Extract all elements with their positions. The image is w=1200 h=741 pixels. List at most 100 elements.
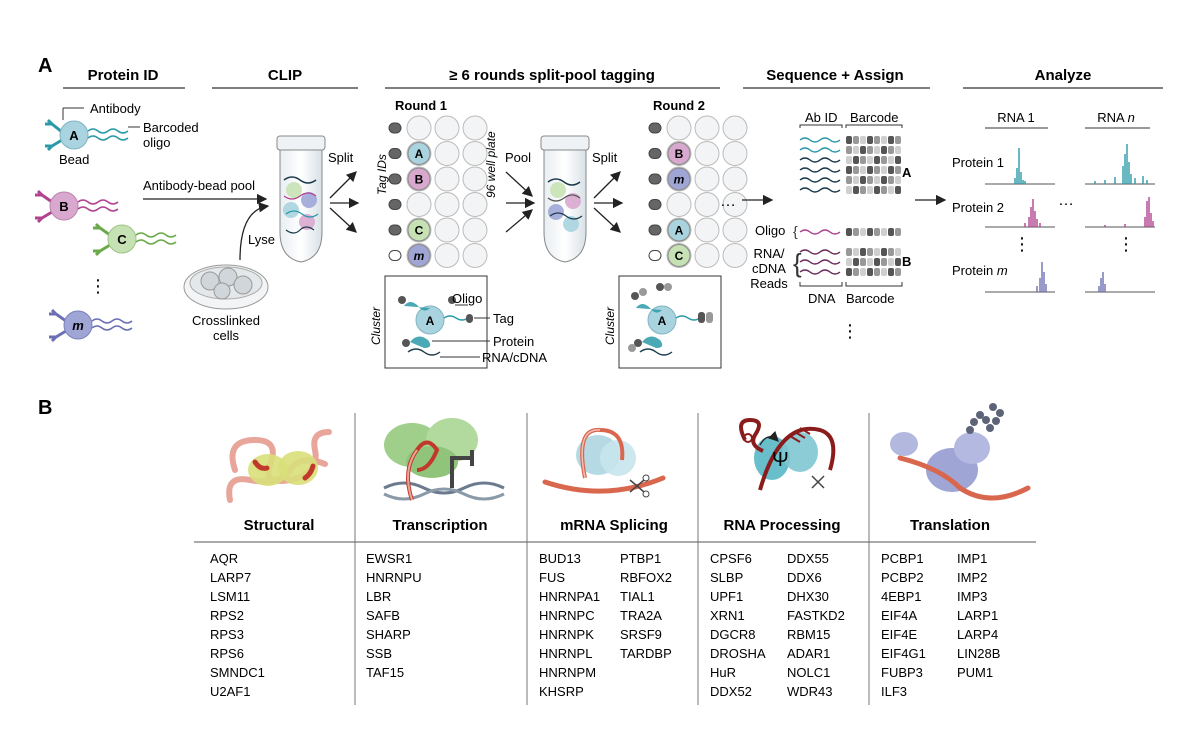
barcode-block bbox=[846, 258, 852, 266]
protein-name: XRN1 bbox=[710, 608, 745, 623]
label-rna: RNA/ bbox=[753, 246, 784, 261]
barcode-block bbox=[867, 146, 873, 154]
label-ab-id: Ab ID bbox=[805, 110, 838, 125]
barcode-block bbox=[867, 166, 873, 174]
header-split-pool: ≥ 6 rounds split-pool tagging bbox=[449, 67, 655, 84]
protein-name: IMP1 bbox=[957, 551, 987, 566]
round2-bead-well bbox=[667, 167, 691, 191]
read-group-a: A bbox=[902, 165, 912, 180]
svg-text:{: { bbox=[793, 223, 798, 239]
label-split-1: Split bbox=[328, 150, 354, 165]
round1-well bbox=[462, 243, 488, 268]
protein-name: TRA2A bbox=[620, 608, 662, 623]
label-oligo: oligo bbox=[143, 135, 170, 150]
barcode-block bbox=[860, 186, 866, 194]
analyze-dots-2: ⋮ bbox=[1117, 234, 1135, 254]
barcode-block bbox=[888, 146, 894, 154]
protein-name: LARP4 bbox=[957, 627, 998, 642]
barcode-block bbox=[853, 146, 859, 154]
protein-name: TAF15 bbox=[366, 665, 404, 680]
barcode-block bbox=[846, 268, 852, 276]
category-splicing: mRNA Splicing bbox=[560, 517, 668, 534]
round1-well bbox=[434, 217, 460, 243]
protein-name: DHX30 bbox=[787, 589, 829, 604]
label-barcoded: Barcoded bbox=[143, 120, 199, 135]
protein-name: 4EBP1 bbox=[881, 589, 921, 604]
read-strand bbox=[799, 229, 841, 235]
barcode-block bbox=[895, 186, 901, 194]
barcode-block bbox=[874, 146, 880, 154]
structural-illustration bbox=[226, 429, 332, 503]
round2-well bbox=[694, 243, 720, 268]
barcode-block bbox=[874, 228, 880, 236]
antibody-bead-b: B bbox=[35, 189, 119, 224]
tag-ids-label: Tag IDs bbox=[375, 154, 389, 195]
protein-name: FUS bbox=[539, 570, 565, 585]
label-proteinm: Protein m bbox=[952, 263, 1008, 278]
round1-bead-label: A bbox=[415, 147, 424, 161]
barcode-block bbox=[888, 156, 894, 164]
round2-well bbox=[722, 192, 748, 217]
protein-name: TARDBP bbox=[620, 646, 672, 661]
analyze-ellipsis: … bbox=[1058, 192, 1074, 209]
barcode-block bbox=[860, 258, 866, 266]
label-protein2: Protein 2 bbox=[952, 200, 1004, 215]
cluster-protein-label: Protein bbox=[493, 334, 534, 349]
barcode-block bbox=[860, 228, 866, 236]
protein-name: TIAL1 bbox=[620, 589, 655, 604]
barcode-block bbox=[888, 166, 894, 174]
protein-name: EIF4G1 bbox=[881, 646, 926, 661]
barcode-block bbox=[888, 248, 894, 256]
barcode-block bbox=[888, 258, 894, 266]
cluster-oligo-label: Oligo bbox=[452, 291, 482, 306]
round2-bead-label: m bbox=[674, 173, 685, 187]
label-barcode-2: Barcode bbox=[846, 291, 894, 306]
barcode-block bbox=[860, 156, 866, 164]
read-strand bbox=[799, 259, 841, 265]
label-dna: DNA bbox=[808, 291, 836, 306]
barcode-block bbox=[867, 176, 873, 184]
protein-name: CPSF6 bbox=[710, 551, 752, 566]
protein-lists: AQRLARP7LSM11RPS2RPS3RPS6SMNDC1U2AF1EWSR… bbox=[210, 551, 1000, 699]
protein-name: DDX52 bbox=[710, 684, 752, 699]
sequence-dots: ⋮ bbox=[841, 321, 859, 341]
round2-well bbox=[722, 166, 748, 192]
category-transcription: Transcription bbox=[392, 517, 487, 534]
round1-bead-label: B bbox=[415, 173, 424, 187]
protein-name: RBFOX2 bbox=[620, 570, 672, 585]
header-sequence-assign: Sequence + Assign bbox=[766, 67, 903, 84]
round2-well bbox=[694, 192, 720, 217]
protein-name: PTBP1 bbox=[620, 551, 661, 566]
pool-tube bbox=[540, 135, 590, 263]
label-cells: cells bbox=[213, 328, 240, 343]
round2-well bbox=[666, 192, 692, 217]
label-rna1: RNA 1 bbox=[997, 110, 1035, 125]
protein-name: HNRNPK bbox=[539, 627, 594, 642]
barcode-block bbox=[888, 268, 894, 276]
protein-name: NOLC1 bbox=[787, 665, 830, 680]
barcode-block bbox=[895, 146, 901, 154]
round1-well bbox=[462, 141, 488, 166]
cluster-label-1: Cluster bbox=[369, 306, 383, 345]
protein-name: EIF4A bbox=[881, 608, 917, 623]
protein-name: HNRNPC bbox=[539, 608, 595, 623]
round1-bead-well bbox=[407, 244, 431, 267]
barcode-block bbox=[867, 228, 873, 236]
protein-name: SLBP bbox=[710, 570, 743, 585]
protein-name: DROSHA bbox=[710, 646, 766, 661]
read-strand bbox=[799, 167, 841, 173]
protein-name: UPF1 bbox=[710, 589, 743, 604]
barcode-block bbox=[853, 258, 859, 266]
barcode-block bbox=[874, 136, 880, 144]
barcode-block bbox=[874, 156, 880, 164]
protein-name: DGCR8 bbox=[710, 627, 756, 642]
plate-label: 96 well plate bbox=[484, 131, 498, 198]
barcode-block bbox=[888, 136, 894, 144]
round2-tag-id bbox=[648, 173, 662, 185]
barcode-block bbox=[853, 176, 859, 184]
protein-name: DDX6 bbox=[787, 570, 822, 585]
round2-bead-label: B bbox=[675, 147, 684, 161]
round2-tag-id bbox=[648, 250, 662, 261]
read-strand bbox=[799, 269, 841, 275]
